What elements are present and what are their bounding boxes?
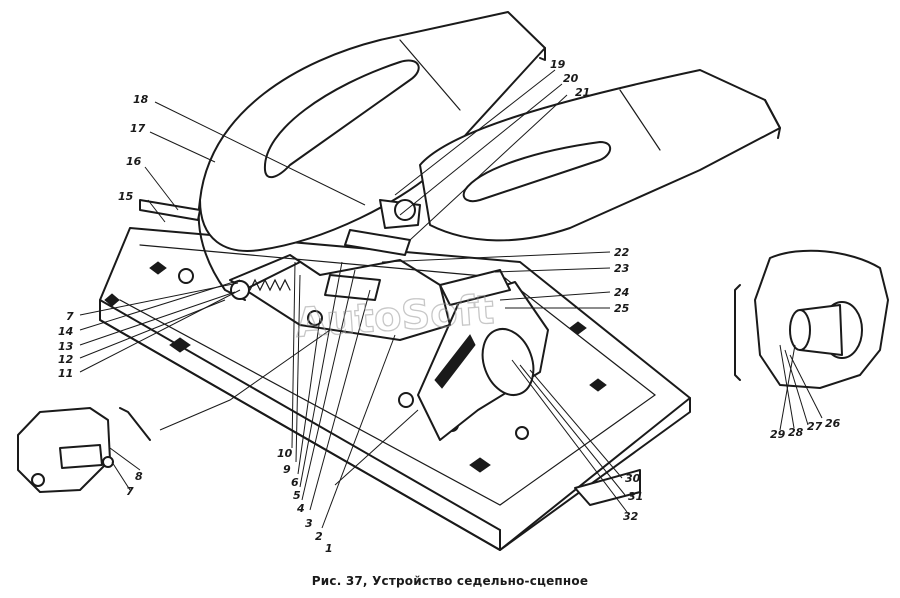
callout-10: 10	[277, 447, 293, 460]
callout-25: 25	[614, 302, 630, 315]
callout-5: 5	[293, 489, 301, 502]
callout-32: 32	[623, 510, 639, 523]
base-plate	[99, 227, 691, 551]
callout-28: 28	[788, 426, 804, 439]
callout-26: 26	[825, 417, 841, 430]
callout-7-detail: 7	[126, 485, 134, 498]
callout-20: 20	[563, 72, 579, 85]
detail-view-roller	[734, 249, 889, 389]
callout-4: 4	[296, 502, 305, 515]
callout-24: 24	[614, 286, 629, 299]
callout-15: 15	[118, 190, 134, 203]
callout-13: 13	[58, 340, 74, 353]
locking-mechanism	[139, 199, 511, 341]
callout-17: 17	[130, 122, 146, 135]
callout-29: 29	[770, 428, 786, 441]
callout-27: 27	[807, 420, 823, 433]
callout-21: 21	[575, 86, 590, 99]
callout-11: 11	[58, 367, 73, 380]
callout-2: 2	[315, 530, 323, 543]
leader-lines	[79, 69, 823, 529]
jaw-plates	[197, 11, 781, 301]
callout-6: 6	[291, 476, 299, 489]
callout-labels: 1 2 3 4 5 6 9 10 11 12 13 14 7 15 16 17 …	[58, 58, 841, 555]
callout-9: 9	[283, 463, 291, 476]
callout-1: 1	[325, 542, 333, 555]
callout-8: 8	[135, 470, 143, 483]
callout-30: 30	[625, 472, 641, 485]
callout-22: 22	[614, 246, 630, 259]
callout-31: 31	[628, 490, 643, 503]
callout-12: 12	[58, 353, 74, 366]
figure-caption: Рис. 37, Устройство седельно-сцепное	[311, 574, 589, 588]
callout-14: 14	[58, 325, 73, 338]
callout-16: 16	[126, 155, 142, 168]
callout-23: 23	[614, 262, 630, 275]
callout-18: 18	[133, 93, 149, 106]
callout-7-main: 7	[66, 310, 74, 323]
detail-view-latch	[17, 407, 151, 493]
callout-3: 3	[305, 517, 313, 530]
callout-19: 19	[550, 58, 566, 71]
